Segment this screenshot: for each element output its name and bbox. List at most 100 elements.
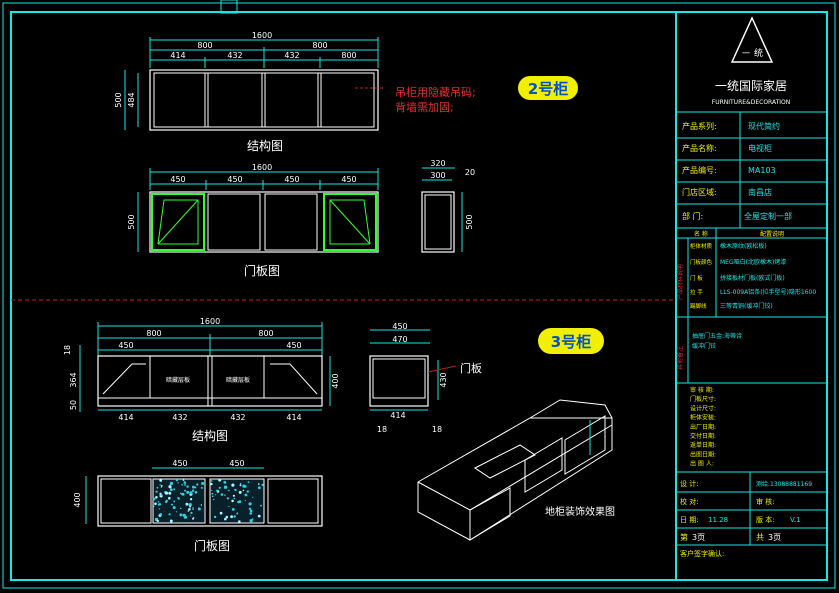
marble-speck bbox=[181, 484, 183, 486]
cabinet3-inner-label-b: 暗藏层板 bbox=[226, 376, 250, 384]
marble-speck bbox=[236, 512, 239, 515]
marble-speck bbox=[168, 496, 171, 500]
marble-speck bbox=[239, 482, 242, 485]
marble-speck bbox=[168, 513, 171, 516]
cabinet3-badge-bg bbox=[538, 328, 604, 354]
marble-speck bbox=[257, 514, 261, 518]
marble-speck bbox=[231, 508, 235, 511]
marble-speck bbox=[168, 485, 172, 489]
cabinet2-door-caption: 门板图 bbox=[244, 263, 280, 278]
marble-speck bbox=[164, 491, 169, 495]
marble-speck bbox=[224, 494, 226, 496]
cabinet3-door-caption: 门板图 bbox=[194, 538, 230, 553]
marble-speck bbox=[156, 486, 159, 489]
marble-speck bbox=[194, 486, 197, 489]
marble-speck bbox=[258, 483, 260, 485]
marble-speck bbox=[213, 498, 215, 501]
marble-speck bbox=[158, 508, 160, 510]
marble-speck bbox=[173, 488, 176, 491]
tb-row-0-key: 产品系列: bbox=[682, 121, 717, 131]
dim-3-left-b: 364 bbox=[69, 372, 78, 387]
marble-speck bbox=[153, 505, 155, 507]
spec-1-key: 门板颜色 bbox=[690, 258, 713, 266]
door3-height: 400 bbox=[73, 492, 82, 507]
marble-speck bbox=[225, 515, 229, 519]
info-1-val: 审 核: bbox=[756, 497, 775, 506]
marble-speck bbox=[179, 513, 183, 517]
marble-speck bbox=[261, 483, 264, 486]
marble-speck bbox=[223, 481, 227, 484]
side2-top1: 320 bbox=[430, 159, 445, 168]
dim-3-bottom-b: 432 bbox=[172, 413, 187, 422]
dim-2-height-outer: 500 bbox=[114, 92, 123, 107]
sign-row: 出 图 人: bbox=[690, 460, 714, 468]
marble-speck bbox=[158, 503, 161, 506]
cabinet3-side: 450 470 430 门板 414 18 18 bbox=[369, 322, 482, 434]
spec-3-key: 拉 手 bbox=[690, 288, 703, 296]
spec-header-desc: 配置说明 bbox=[760, 230, 784, 238]
marble-speck bbox=[248, 507, 252, 510]
marble-speck bbox=[179, 492, 181, 494]
marble-speck bbox=[188, 508, 191, 511]
sign-row: 出图日期: bbox=[690, 450, 716, 458]
marble-speck bbox=[185, 502, 189, 506]
spec-2-val: 拼接板材门板(欧式门板) bbox=[720, 274, 785, 282]
sign-row: 交付日期: bbox=[690, 432, 716, 440]
dim-3-left-c: 50 bbox=[69, 400, 78, 410]
spec-4-key: 踢脚线 bbox=[690, 302, 707, 310]
marble-speck bbox=[159, 479, 163, 482]
marble-speck bbox=[190, 511, 193, 514]
sign-row: 柜体安装: bbox=[690, 414, 716, 422]
door2-part-a: 450 bbox=[170, 175, 185, 184]
marble-speck bbox=[189, 498, 193, 501]
marble-speck bbox=[211, 492, 214, 495]
marble-speck bbox=[200, 486, 203, 489]
marble-speck bbox=[252, 496, 254, 498]
door2-part-b: 450 bbox=[227, 175, 242, 184]
marble-speck bbox=[159, 484, 161, 486]
dim-2-part-a: 800 bbox=[197, 41, 212, 50]
marble-speck bbox=[226, 497, 229, 500]
marble-speck bbox=[216, 489, 219, 492]
cabinet3-structure: 1600 800 800 450 450 18 364 50 暗藏层板 暗藏层板… bbox=[63, 317, 340, 443]
marble-speck bbox=[210, 480, 213, 482]
marble-speck bbox=[181, 492, 185, 496]
info-5-key: 共 bbox=[756, 533, 764, 542]
logo-char2: 一 bbox=[742, 49, 750, 58]
marble-speck bbox=[246, 490, 249, 493]
sign-row: 门板尺寸: bbox=[690, 395, 716, 403]
side3-top1: 450 bbox=[392, 322, 407, 331]
logo-char: 统 bbox=[754, 47, 763, 59]
marble-speck bbox=[231, 483, 235, 487]
marble-speck bbox=[169, 488, 173, 492]
marble-speck bbox=[160, 485, 163, 487]
marble-speck bbox=[233, 497, 236, 500]
dim-2-sub-b: 432 bbox=[227, 51, 242, 60]
tb-row-4-val: 全屋定制一部 bbox=[744, 211, 792, 221]
marble-speck bbox=[187, 510, 190, 512]
sign-row: 返单日期: bbox=[690, 441, 716, 449]
tb-row-3-key: 门店区域: bbox=[682, 187, 717, 197]
marble-speck bbox=[223, 485, 228, 489]
info-3-key: 版 本: bbox=[756, 515, 775, 524]
marble-speck bbox=[177, 482, 179, 484]
marble-speck bbox=[231, 499, 234, 503]
marble-speck bbox=[232, 494, 235, 497]
marble-speck bbox=[159, 492, 162, 495]
side-label-remarks: 其他备注 bbox=[676, 346, 684, 370]
dim-2-sub-d: 800 bbox=[341, 51, 356, 60]
marble-speck bbox=[171, 503, 173, 506]
tb-row-0-val: 现代简约 bbox=[748, 121, 780, 131]
marble-speck bbox=[244, 500, 246, 502]
cabinet3-door-label: 门板 bbox=[460, 361, 482, 375]
marble-speck bbox=[186, 490, 190, 494]
marble-speck bbox=[228, 489, 230, 492]
tb-row-3-val: 南昌店 bbox=[748, 187, 772, 197]
spec-4-val: 三等青铜(缓冲门铰) bbox=[720, 302, 773, 310]
marble-speck bbox=[244, 493, 248, 497]
side3-bottom2: 18 bbox=[432, 425, 442, 434]
side3-bottom1: 414 bbox=[390, 411, 405, 420]
marble-speck bbox=[169, 483, 172, 486]
marble-speck bbox=[239, 484, 242, 487]
